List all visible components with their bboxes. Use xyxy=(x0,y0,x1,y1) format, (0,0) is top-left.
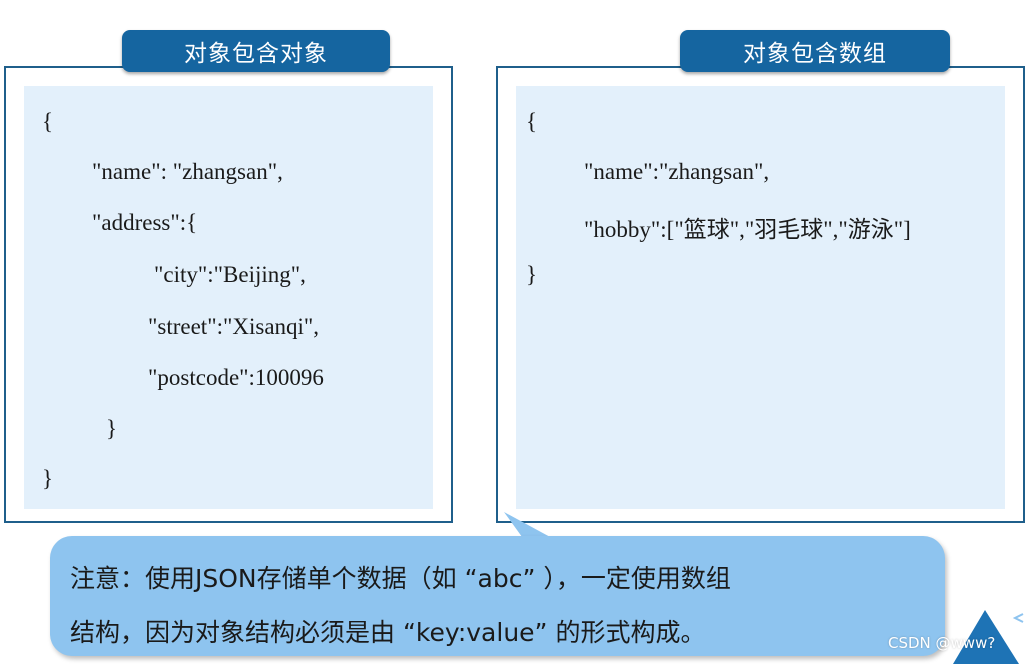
left-card xyxy=(4,66,453,523)
watermark: CSDN @www? xyxy=(888,634,996,652)
note-callout xyxy=(50,536,945,656)
left-card-title: 对象包含对象 xyxy=(122,30,390,72)
left-code-line: "postcode":100096 xyxy=(148,365,324,390)
right-code-line: "hobby":["篮球","羽毛球","游泳"] xyxy=(584,217,911,242)
right-card-title: 对象包含数组 xyxy=(680,30,950,72)
left-code-line: "address":{ xyxy=(92,210,198,235)
left-code-line: "city":"Beijing", xyxy=(154,262,306,287)
right-code-line: } xyxy=(526,262,538,287)
left-code-line: { xyxy=(42,109,54,134)
right-card xyxy=(496,66,1025,523)
left-code-line: "name": "zhangsan", xyxy=(92,159,283,184)
left-code-line: } xyxy=(106,416,118,441)
right-code-line: "name":"zhangsan", xyxy=(584,159,770,184)
right-code-line: { xyxy=(526,109,538,134)
left-code-line: } xyxy=(42,466,54,491)
left-code-area xyxy=(24,86,433,509)
corner-triangle-icon xyxy=(953,610,1024,664)
right-code-area xyxy=(516,86,1005,509)
note-text-line-2: 结构，因为对象结构必须是由 “key:value” 的形式构成。 xyxy=(70,618,706,647)
left-code-line: "street":"Xisanqi", xyxy=(148,314,320,339)
note-text-line-1: 注意：使用JSON存储单个数据（如 “abc” ），一定使用数组 xyxy=(70,564,731,593)
